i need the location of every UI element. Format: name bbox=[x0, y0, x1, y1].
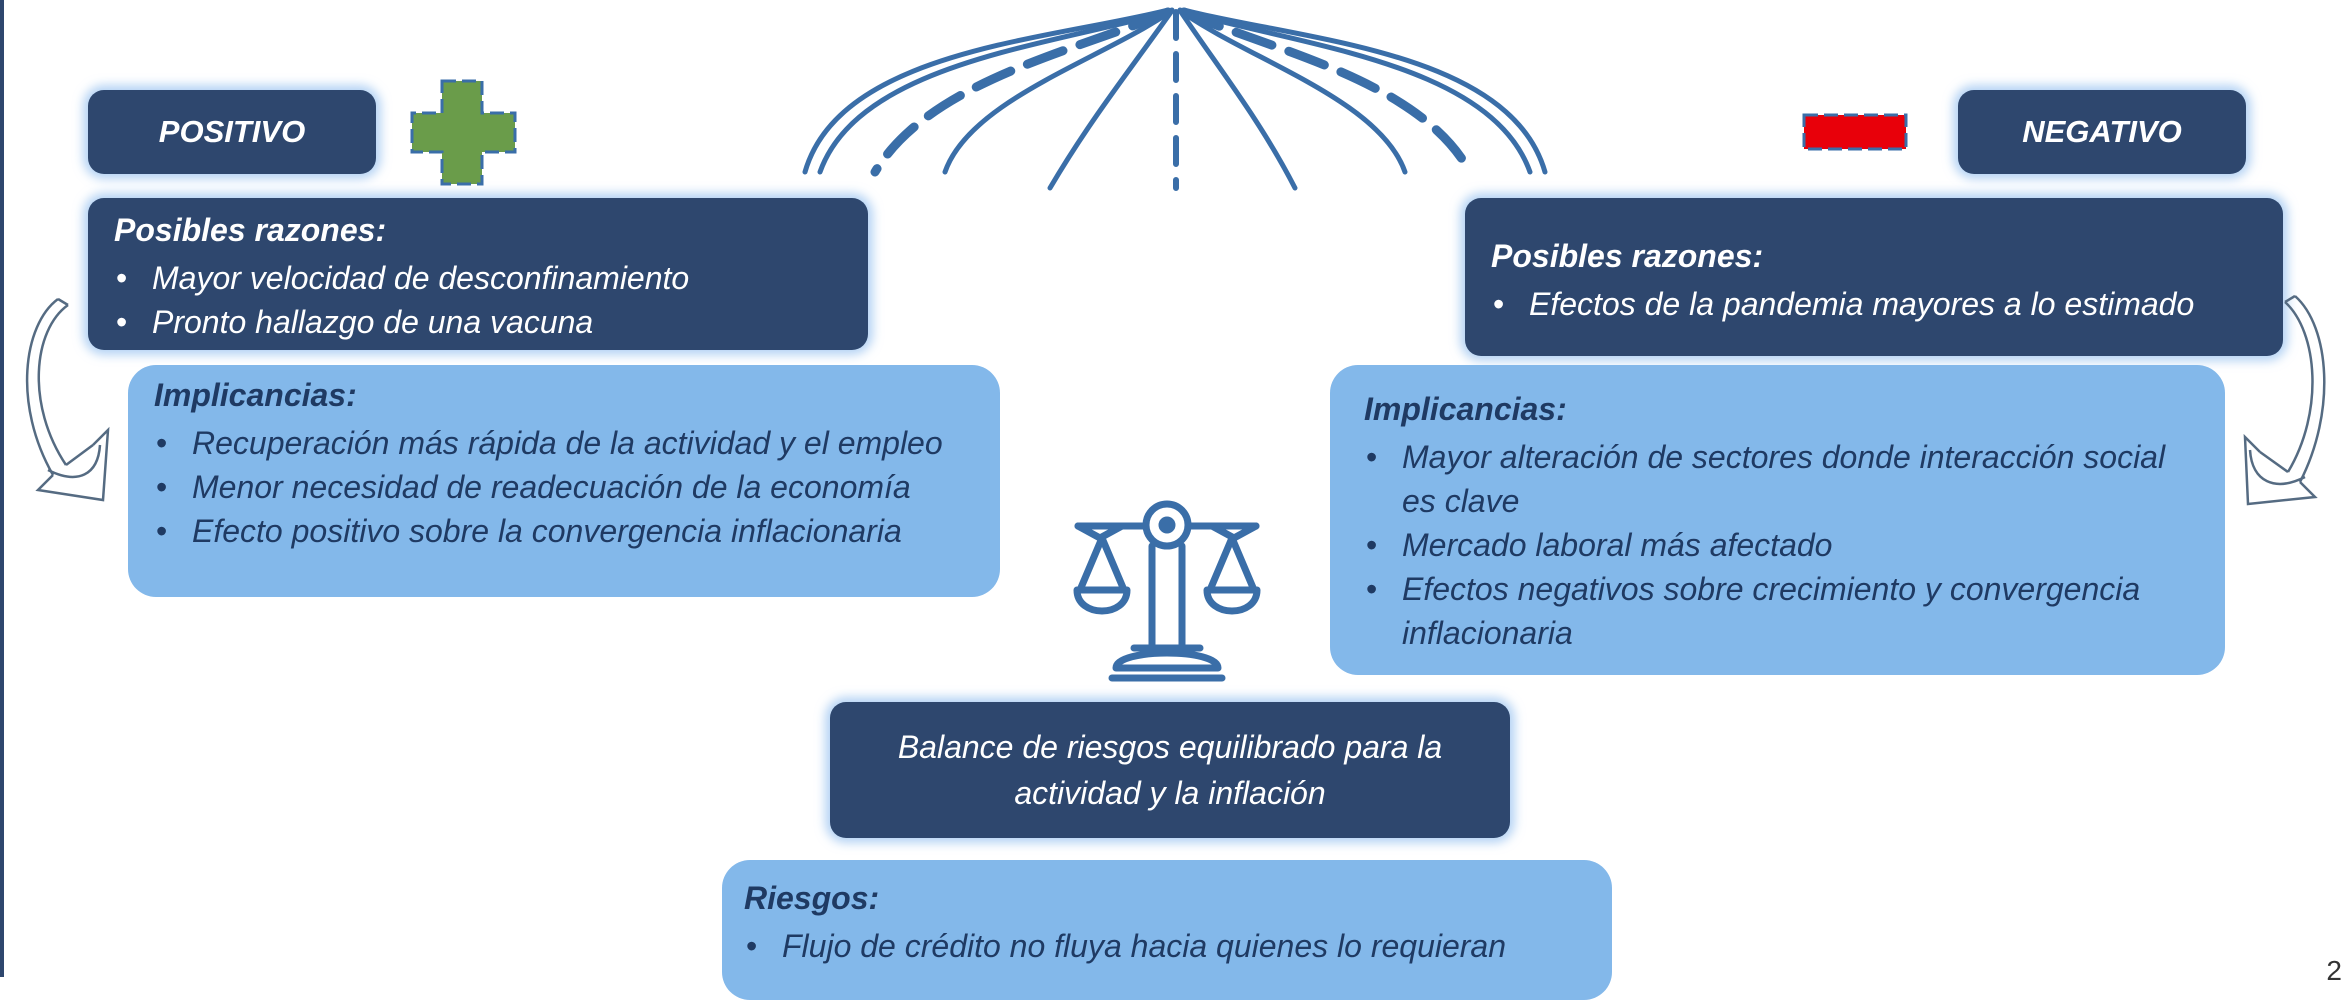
positive-label: POSITIVO bbox=[158, 114, 306, 149]
balance-text: Balance de riesgos equilibrado para la a… bbox=[897, 729, 1443, 811]
plus-icon bbox=[410, 79, 517, 186]
minus-icon bbox=[1802, 113, 1908, 151]
negative-label-box: NEGATIVO bbox=[1958, 90, 2246, 174]
positive-implications-list: Recuperación más rápida de la actividad … bbox=[154, 421, 974, 553]
negative-reasons-list: Efectos de la pandemia mayores a lo esti… bbox=[1491, 282, 2257, 326]
list-item: Pronto hallazgo de una vacuna bbox=[114, 300, 842, 344]
diverging-roads-icon bbox=[802, 7, 1548, 191]
negative-implications-box: Implicancias: Mayor alteración de sector… bbox=[1330, 365, 2225, 675]
balance-box: Balance de riesgos equilibrado para la a… bbox=[830, 702, 1510, 838]
positive-reasons-title: Posibles razones: bbox=[114, 212, 387, 248]
curved-arrow-down-left-icon bbox=[25, 297, 110, 502]
curved-arrow-down-right-icon bbox=[2243, 294, 2326, 506]
negative-implications-title: Implicancias: bbox=[1364, 391, 1567, 427]
page-number: 2 bbox=[2326, 955, 2342, 986]
list-item: Flujo de crédito no fluya hacia quienes … bbox=[744, 924, 1590, 968]
list-item: Efectos de la pandemia mayores a lo esti… bbox=[1491, 282, 2257, 326]
left-edge-bar bbox=[0, 0, 4, 977]
balance-scale-icon bbox=[1073, 500, 1261, 682]
list-item: Mercado laboral más afectado bbox=[1364, 523, 2191, 567]
negative-reasons-title: Posibles razones: bbox=[1491, 238, 1764, 274]
risks-list: Flujo de crédito no fluya hacia quienes … bbox=[744, 924, 1590, 968]
list-item: Mayor velocidad de desconfinamiento bbox=[114, 256, 842, 300]
list-item: Recuperación más rápida de la actividad … bbox=[154, 421, 952, 465]
positive-reasons-box: Posibles razones: Mayor velocidad de des… bbox=[88, 198, 868, 350]
positive-implications-box: Implicancias: Recuperación más rápida de… bbox=[128, 365, 1000, 597]
list-item: Menor necesidad de readecuación de la ec… bbox=[154, 465, 974, 509]
negative-implications-list: Mayor alteración de sectores donde inter… bbox=[1364, 435, 2191, 655]
risks-title: Riesgos: bbox=[744, 880, 880, 916]
positive-label-box: POSITIVO bbox=[88, 90, 376, 174]
risks-box: Riesgos: Flujo de crédito no fluya hacia… bbox=[722, 860, 1612, 1000]
list-item: Efectos negativos sobre crecimiento y co… bbox=[1364, 567, 2222, 655]
positive-reasons-list: Mayor velocidad de desconfinamiento Pron… bbox=[114, 256, 842, 344]
list-item: Efecto positivo sobre la convergencia in… bbox=[154, 509, 974, 553]
list-item: Mayor alteración de sectores donde inter… bbox=[1364, 435, 2202, 523]
negative-reasons-box: Posibles razones: Efectos de la pandemia… bbox=[1465, 198, 2283, 356]
positive-implications-title: Implicancias: bbox=[154, 377, 357, 413]
negative-label: NEGATIVO bbox=[2022, 114, 2182, 149]
